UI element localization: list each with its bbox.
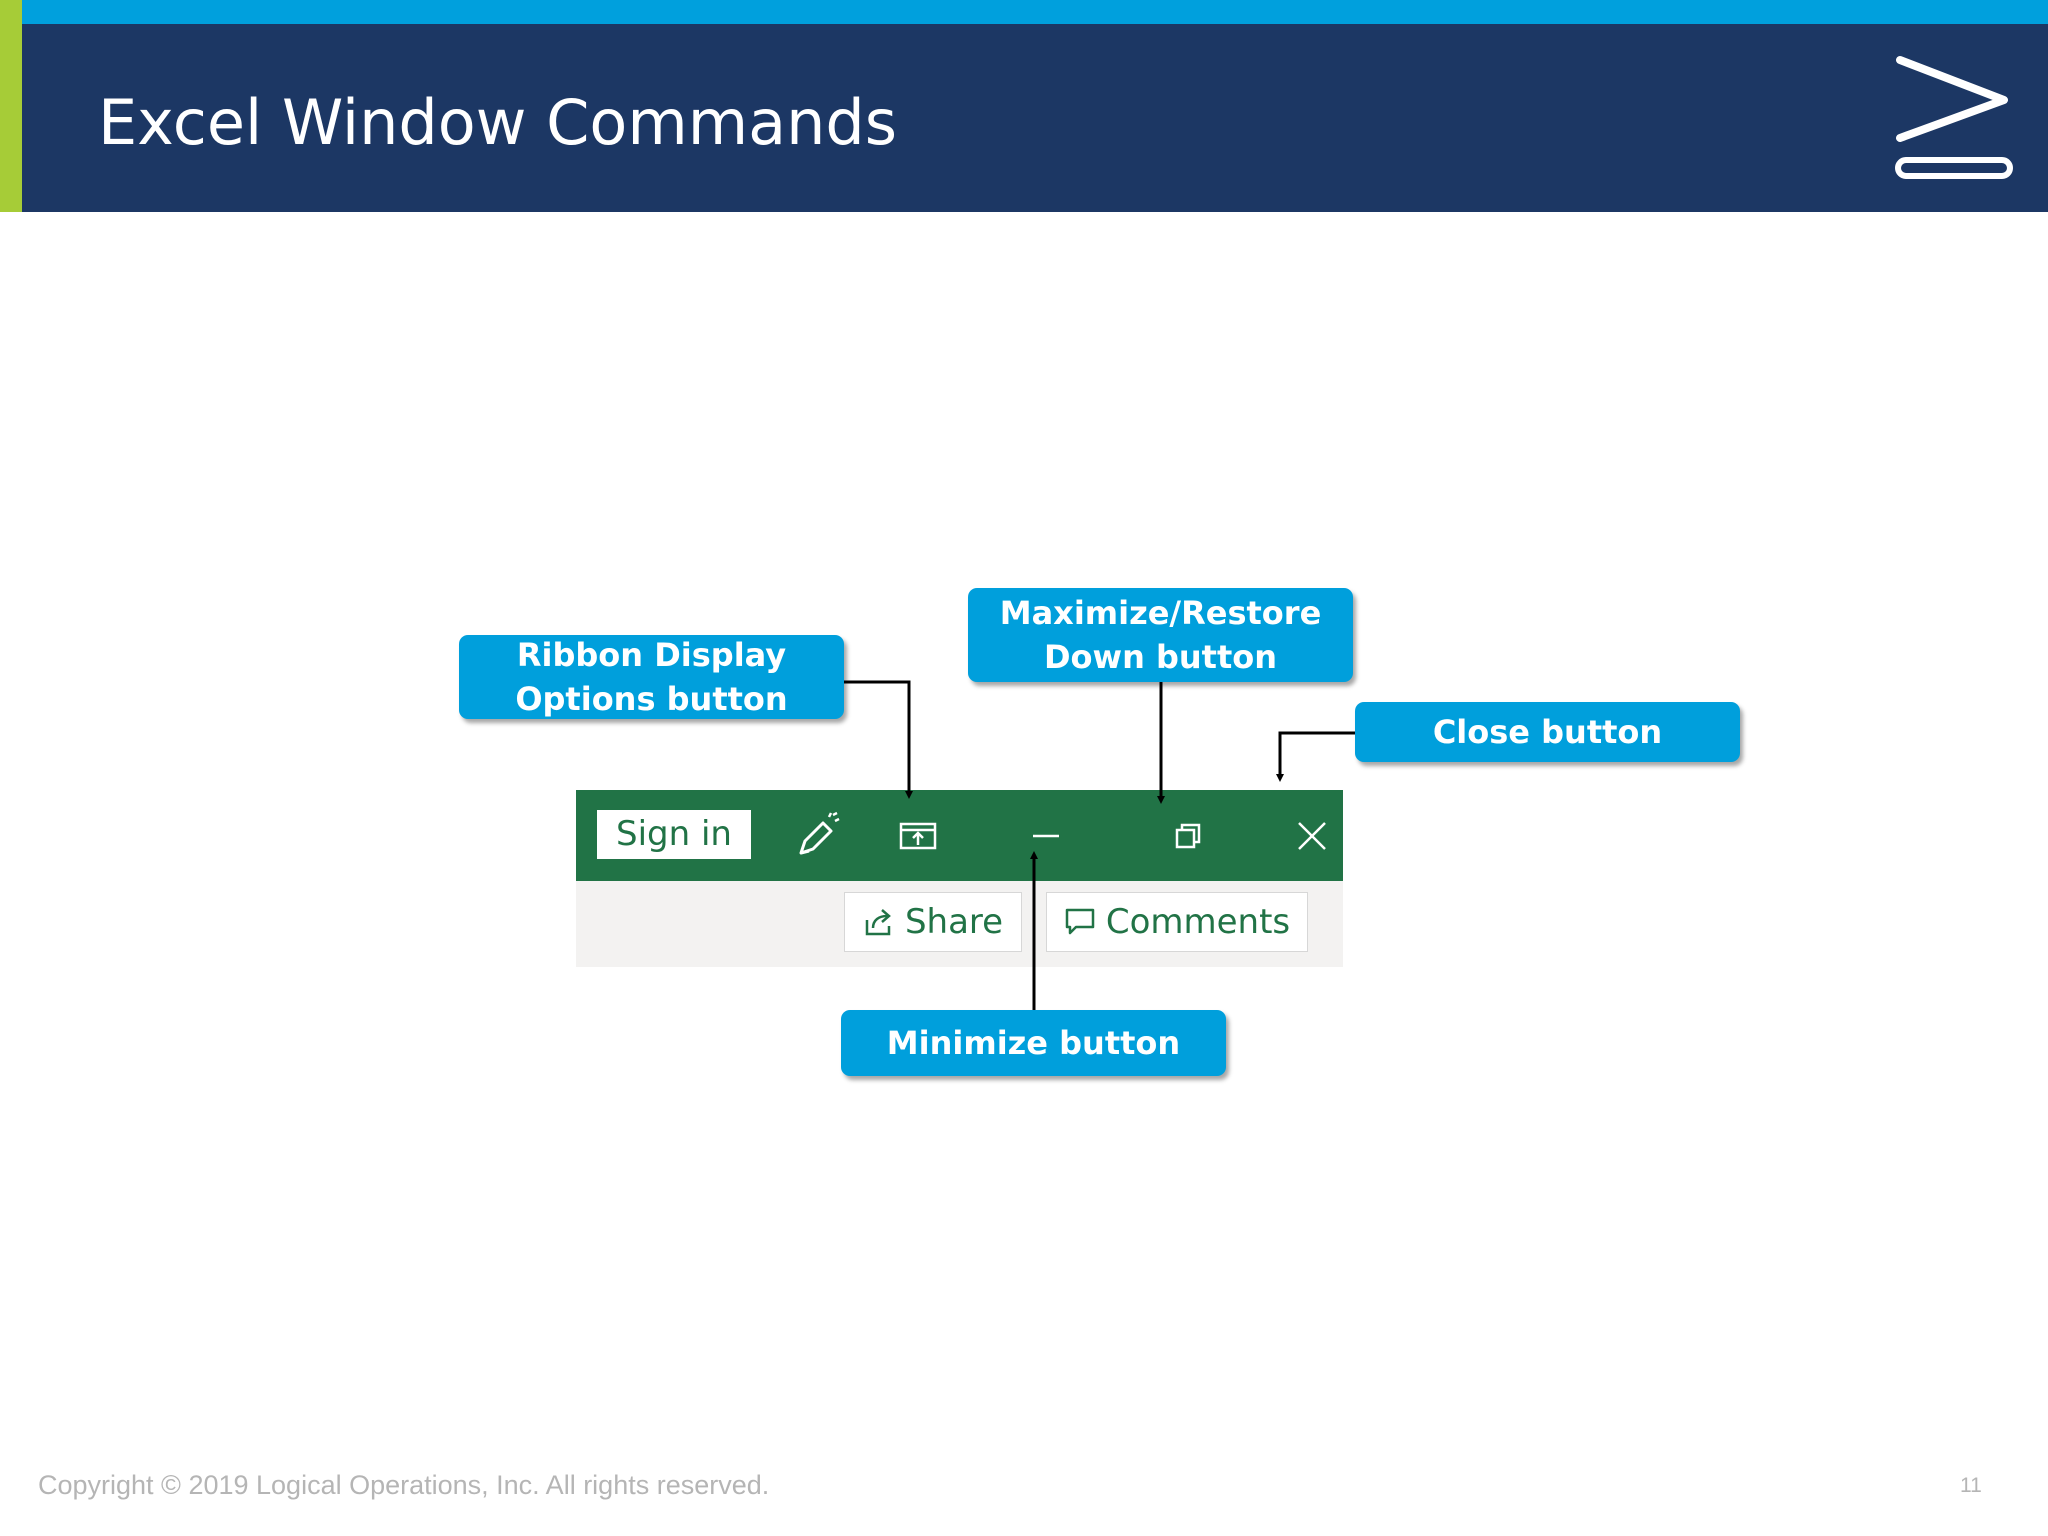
- callout-ribbon-display-options: Ribbon Display Options button: [459, 635, 844, 719]
- slide-title: Excel Window Commands: [98, 86, 898, 159]
- share-label: Share: [904, 902, 1004, 942]
- arrow-close: [1276, 731, 1355, 782]
- sign-in-button[interactable]: Sign in: [597, 810, 751, 859]
- callout-minimize-label: Minimize button: [886, 1024, 1181, 1062]
- callout-close-label: Close button: [1432, 713, 1663, 751]
- minimize-icon: [1033, 834, 1059, 837]
- callout-maximize-line1: Maximize/Restore: [999, 594, 1322, 632]
- comment-icon: [1065, 908, 1095, 935]
- callout-ribbon-display-line1: Ribbon Display: [516, 636, 787, 674]
- footer-copyright: Copyright © 2019 Logical Operations, Inc…: [38, 1470, 770, 1500]
- share-icon: [865, 909, 891, 936]
- comments-button[interactable]: Comments: [1046, 892, 1308, 952]
- arrow-ribbon-display: [844, 680, 913, 799]
- header-band: [0, 24, 2048, 212]
- restore-down-icon: [1175, 823, 1201, 848]
- ribbon-display-options-button[interactable]: [888, 790, 948, 881]
- excel-ribbon-row: Share Comments: [576, 881, 1343, 967]
- top-stripe: [0, 0, 2048, 24]
- excel-titlebar: Sign in: [576, 790, 1343, 881]
- comments-label: Comments: [1105, 902, 1291, 942]
- callout-ribbon-display-line2: Options button: [515, 680, 788, 718]
- callout-maximize-restore: Maximize/Restore Down button: [968, 588, 1353, 682]
- close-icon: [1298, 821, 1326, 850]
- minimize-button[interactable]: [1016, 790, 1076, 881]
- pen-icon[interactable]: [786, 790, 846, 881]
- accent-bar: [0, 0, 22, 212]
- logo-icon: [1895, 56, 2013, 179]
- callout-maximize-line2: Down button: [1043, 638, 1278, 676]
- ribbon-display-options-icon: [899, 822, 937, 849]
- restore-down-button[interactable]: [1158, 790, 1218, 881]
- callout-close: Close button: [1355, 702, 1740, 762]
- close-button[interactable]: [1282, 790, 1342, 881]
- page-number: 11: [1960, 1474, 1982, 1497]
- callout-minimize: Minimize button: [841, 1010, 1226, 1076]
- share-button[interactable]: Share: [844, 892, 1022, 952]
